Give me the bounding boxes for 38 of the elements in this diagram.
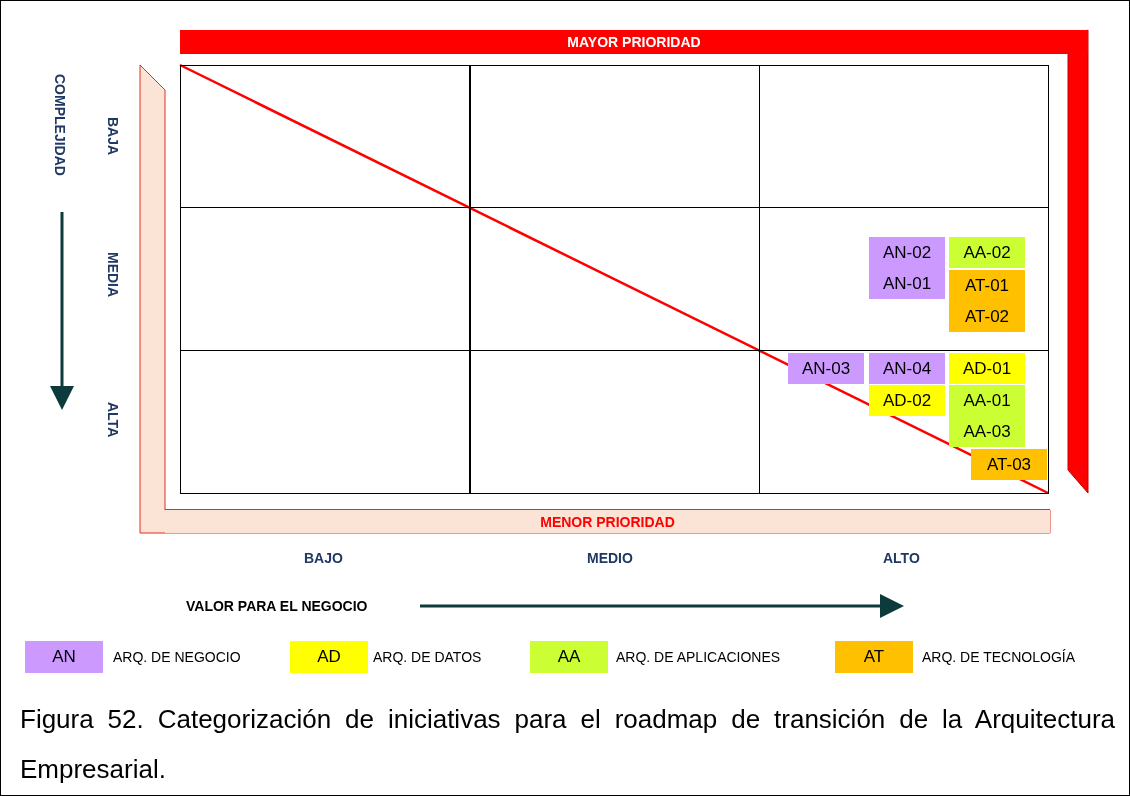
initiative-tag: AN-03 [788, 353, 864, 384]
initiative-tag: AD-01 [949, 353, 1025, 384]
initiative-tag: AD-02 [869, 385, 945, 416]
legend-text: ARQ. DE APLICACIONES [616, 649, 781, 665]
priority-band: MENOR PRIORIDAD [165, 509, 1050, 533]
initiative-tag: AA-01 [949, 385, 1025, 416]
column-label: MEDIO [587, 550, 633, 566]
matrix-cell [759, 65, 1049, 208]
legend-text: ARQ. DE TECNOLOGÍA [922, 649, 1075, 665]
caption: Figura 52. Categorización de iniciativas para el roadmap de transición de la Arquitectura Empresarial. [20, 703, 1115, 786]
initiative-tag: AA-02 [949, 237, 1025, 268]
matrix-cell [180, 207, 471, 351]
legend-text: ARQ. DE NEGOCIO [113, 649, 241, 665]
matrix-cell [759, 350, 1049, 494]
row-label: BAJA [105, 117, 121, 156]
matrix-cell [469, 350, 760, 494]
row-label: MEDIA [105, 252, 121, 298]
legend-swatch: AT [835, 641, 913, 673]
initiative-tag: AT-02 [949, 301, 1025, 332]
matrix-cell [180, 350, 471, 494]
initiative-tag: AT-03 [971, 449, 1047, 480]
column-label: BAJO [304, 550, 343, 566]
legend-swatch: AA [530, 641, 608, 673]
initiative-tag: AN-02 [869, 237, 945, 268]
matrix-cell [180, 65, 471, 208]
matrix-cell [469, 65, 760, 208]
priority-band: MAYOR PRIORIDAD [180, 30, 1088, 54]
axis-title: VALOR PARA EL NEGOCIO [186, 598, 368, 614]
legend-text: ARQ. DE DATOS [373, 649, 482, 665]
row-label: ALTA [105, 402, 121, 438]
initiative-tag: AN-01 [869, 268, 945, 299]
initiative-tag: AN-04 [869, 353, 945, 384]
axis-title: COMPLEJIDAD [52, 74, 68, 176]
legend-swatch: AD [290, 641, 368, 673]
initiative-tag: AT-01 [949, 270, 1025, 301]
legend-swatch: AN [25, 641, 103, 673]
column-label: ALTO [883, 550, 920, 566]
initiative-tag: AA-03 [949, 416, 1025, 447]
